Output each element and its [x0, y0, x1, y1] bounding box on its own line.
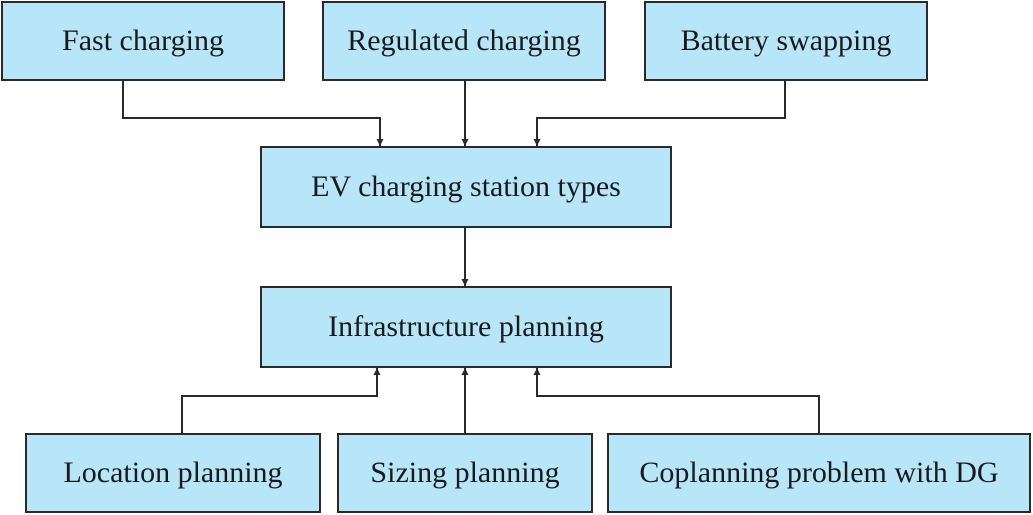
- coplanning-box: Coplanning problem with DG: [607, 433, 1031, 513]
- sizing-planning-box: Sizing planning: [337, 433, 593, 513]
- sizing-planning-label: Sizing planning: [370, 456, 560, 489]
- infrastructure-planning-label: Infrastructure planning: [328, 310, 604, 343]
- arrow-coplanning-to-infrastructure: [533, 368, 820, 433]
- battery-swapping-label: Battery swapping: [680, 24, 892, 57]
- station-types-label: EV charging station types: [311, 170, 621, 203]
- battery-swapping-box: Battery swapping: [644, 1, 928, 81]
- infrastructure-planning-box: Infrastructure planning: [260, 286, 672, 368]
- station-types-box: EV charging station types: [260, 146, 672, 228]
- fast-charging-box: Fast charging: [1, 1, 285, 81]
- arrow-location-to-infrastructure: [181, 368, 381, 433]
- location-planning-box: Location planning: [25, 433, 321, 513]
- location-planning-label: Location planning: [63, 456, 283, 489]
- arrow-fast-to-station-types: [122, 80, 384, 146]
- coplanning-label: Coplanning problem with DG: [639, 456, 999, 489]
- regulated-charging-label: Regulated charging: [347, 24, 581, 57]
- fast-charging-label: Fast charging: [62, 24, 224, 57]
- regulated-charging-box: Regulated charging: [322, 1, 606, 81]
- arrow-swapping-to-station-types: [533, 80, 786, 146]
